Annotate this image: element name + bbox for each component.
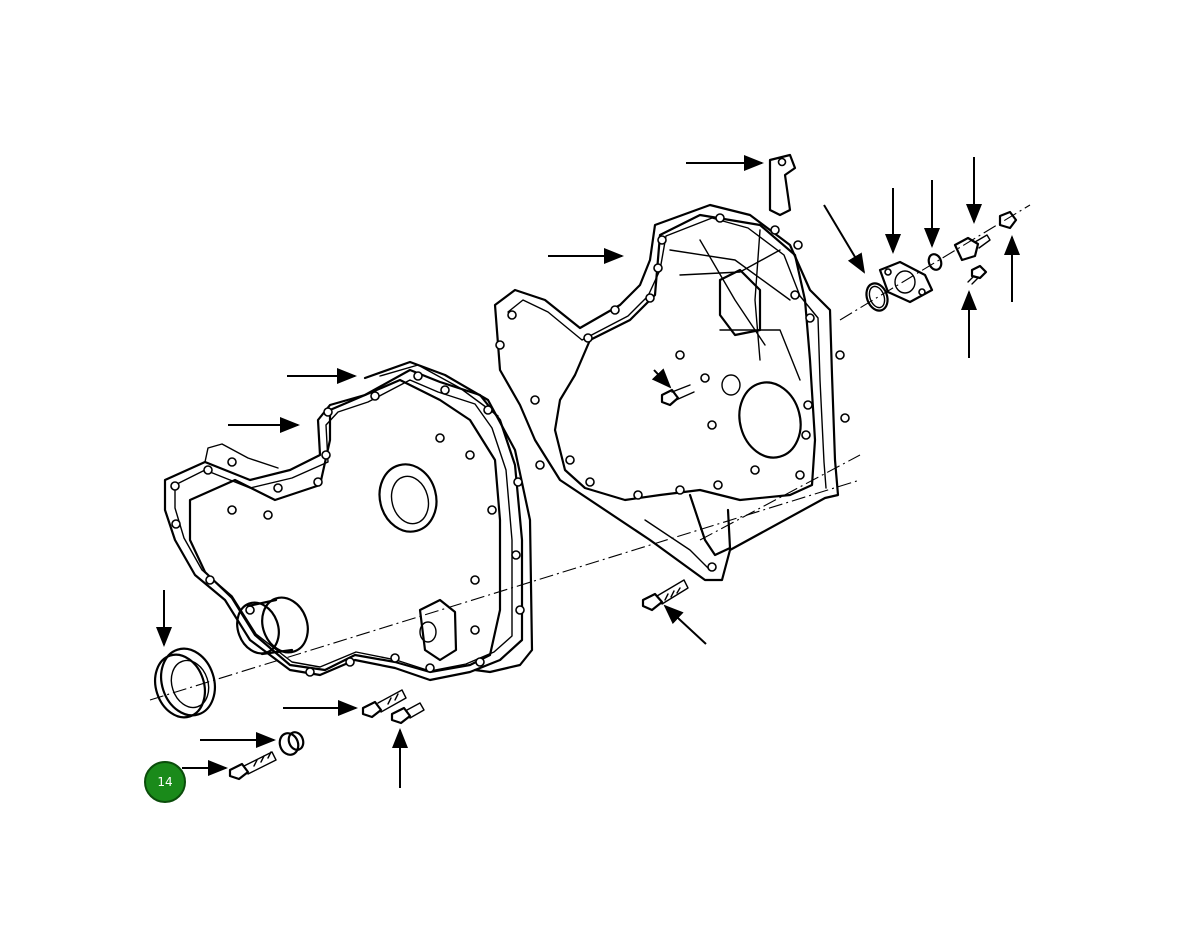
callout-label: 14 [157,775,172,789]
leader-arrows [156,155,1020,788]
front-gear-cover [170,360,534,677]
cover-plate [878,260,934,304]
sensor-plug [953,234,991,262]
callout-badge[interactable] [144,761,186,803]
sealing-washer [998,210,1018,230]
cover-bolt-2 [390,702,425,725]
callout-14[interactable]: 14 [144,761,186,803]
small-bolt [967,264,988,285]
wear-sleeve [236,596,309,656]
crankshaft-front-seal [154,647,216,719]
housing-inner-bolt [660,384,695,407]
cover-washer-nut [278,731,305,756]
front-cover-gasket [163,368,524,682]
small-oring [927,253,943,271]
housing-bolt-long [641,579,689,612]
centerline-axes [149,204,1031,701]
gear-housing [493,153,850,582]
cover-bolt-3 [228,751,277,781]
cover-bolt-1 [361,689,407,719]
cover-plate-oring [865,282,889,312]
